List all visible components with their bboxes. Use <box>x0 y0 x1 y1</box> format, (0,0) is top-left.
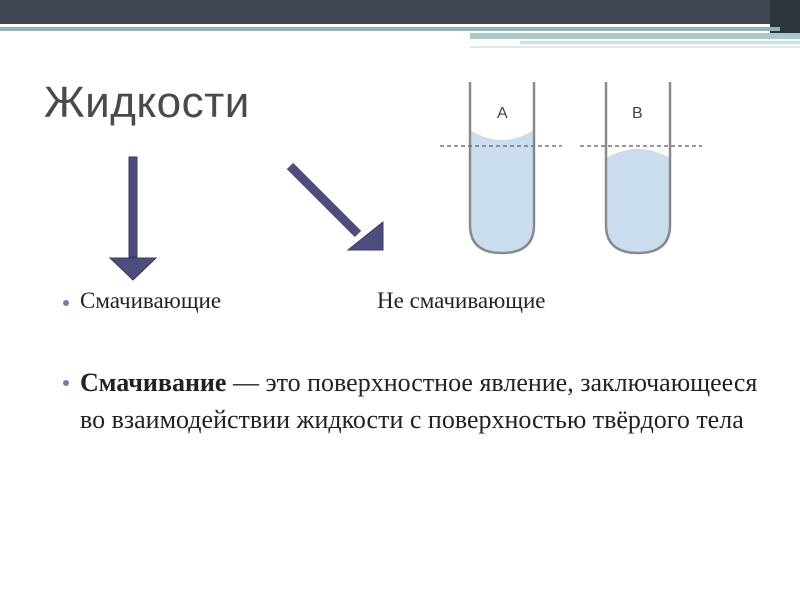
slide-title: Жидкости <box>44 78 250 127</box>
definition-text: — это поверхностное явление, заключающее… <box>80 368 758 434</box>
down-arrow-icon <box>108 156 158 281</box>
tube-a-label: A <box>497 105 508 122</box>
bullet-wetting: Смачивающие <box>80 288 222 313</box>
bullet-dot-icon <box>63 380 69 386</box>
diagonal-arrow-icon <box>286 162 384 251</box>
definition-paragraph: Смачивание — это поверхностное явление, … <box>80 364 760 438</box>
top-decorative-bar <box>0 0 800 48</box>
tube-b-label: B <box>632 105 643 122</box>
test-tubes-figure: A B <box>440 82 702 255</box>
test-tube-a: A <box>468 82 536 255</box>
bullet-non-wetting: Не смачивающие <box>377 288 546 313</box>
test-tube-b: B <box>604 82 672 255</box>
bullet-dot-icon <box>63 300 69 306</box>
arrows <box>108 156 384 281</box>
definition-term: Смачивание <box>80 368 227 397</box>
